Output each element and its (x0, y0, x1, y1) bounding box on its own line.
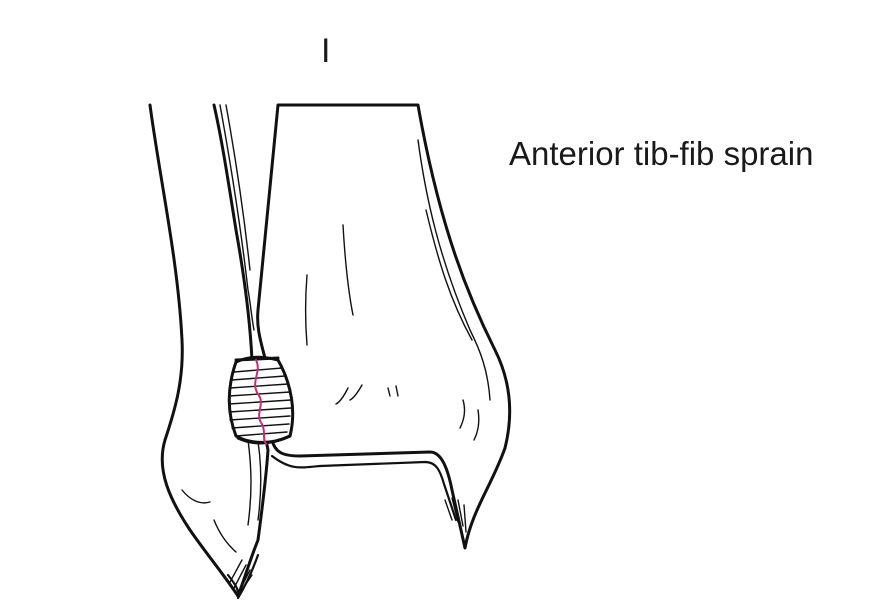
fibula-bone-icon (148, 103, 270, 600)
ligament-sprain-icon (227, 355, 295, 445)
tibia-bone-icon (256, 103, 512, 550)
grade-label: I (321, 32, 331, 70)
figure-caption: Anterior tib-fib sprain (509, 135, 814, 172)
